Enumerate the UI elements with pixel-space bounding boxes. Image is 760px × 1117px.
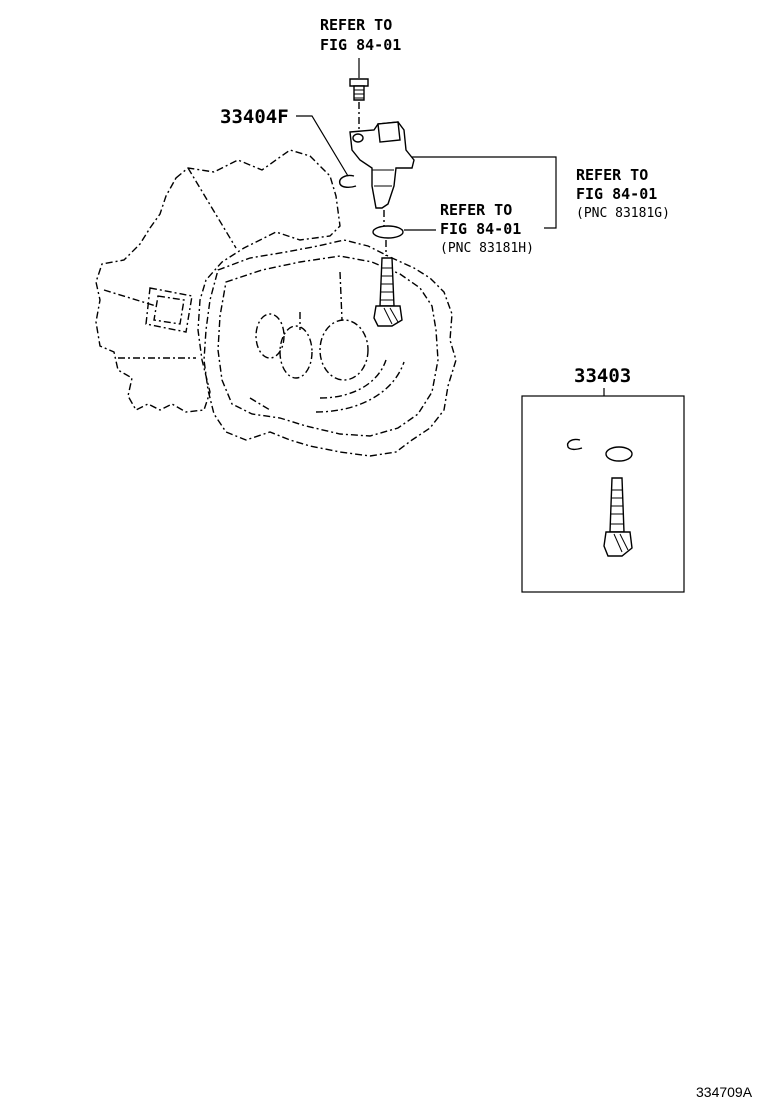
figure-code: 334709A xyxy=(696,1084,753,1100)
o-ring xyxy=(372,225,404,239)
transmission-housing xyxy=(95,149,457,457)
part-number-clip: 33404F xyxy=(220,106,289,128)
right-ref-leader xyxy=(412,156,557,229)
top-ref-line2: FIG 84-01 xyxy=(320,36,401,54)
kit-frame xyxy=(521,395,685,593)
clip xyxy=(339,174,357,189)
right-ref-line1: REFER TO xyxy=(576,166,648,184)
part-number-kit: 33403 xyxy=(574,365,631,387)
clip-leader xyxy=(296,115,349,177)
driven-gear xyxy=(373,257,403,327)
right-ref-line2: FIG 84-01 xyxy=(576,185,657,203)
mid-ref-line3: (PNC 83181H) xyxy=(440,241,534,256)
speed-sensor xyxy=(349,121,415,226)
right-ref-line3: (PNC 83181G) xyxy=(576,206,670,221)
kit-clip xyxy=(566,438,583,451)
top-ref-line1: REFER TO xyxy=(320,16,392,34)
mid-ref-line1: REFER TO xyxy=(440,201,512,219)
mid-ref-line2: FIG 84-01 xyxy=(440,220,521,238)
kit-driven-gear xyxy=(603,477,633,557)
kit-o-ring xyxy=(605,446,633,462)
sensor-bolt xyxy=(349,58,369,130)
kit-box: 33403 xyxy=(521,365,685,593)
